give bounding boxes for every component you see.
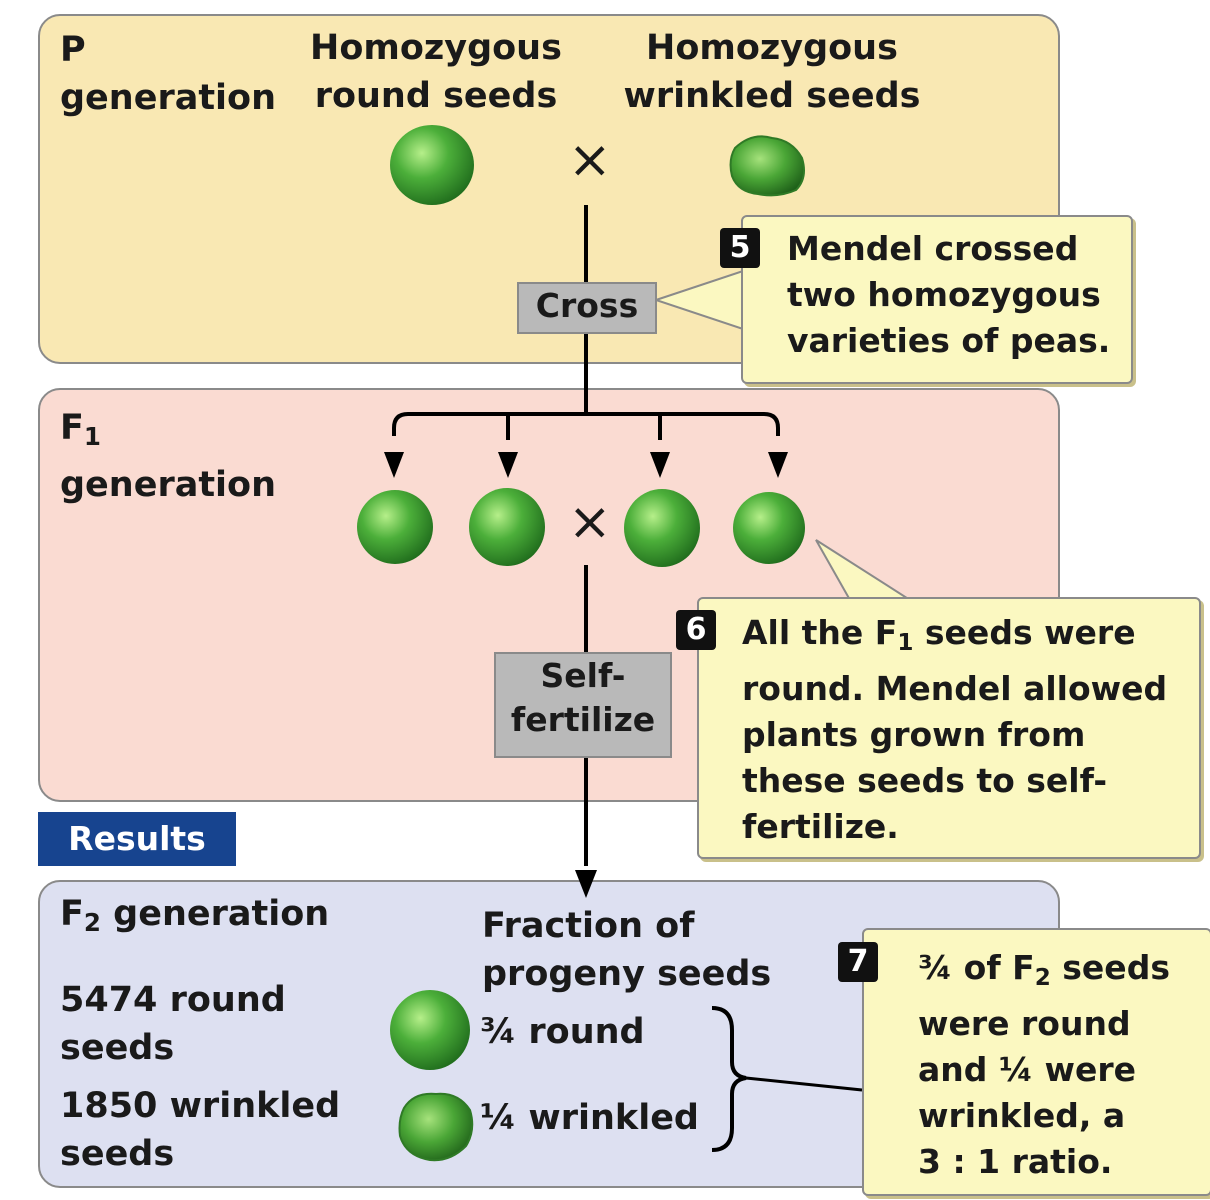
step-7-text: ¾ of F2 seeds were round and ¼ were wrin… — [918, 948, 1170, 1181]
f2-round-pea — [390, 990, 470, 1070]
round-parent-label: Homozygous round seeds — [310, 28, 562, 116]
f2-generation-label: F2 generation — [60, 894, 330, 938]
fraction-header: Fraction of progeny seeds — [482, 906, 772, 994]
step-6-callout — [697, 597, 1201, 859]
step-6-number: 6 — [676, 610, 716, 650]
f1-generation-label: F1 generation — [60, 408, 277, 506]
cross-symbol-p: × — [568, 130, 612, 190]
cross-symbol-f1: × — [568, 492, 612, 552]
f1-pea — [624, 489, 700, 567]
round-fraction: ¾ round — [480, 1012, 645, 1052]
bracket-connector — [745, 1076, 863, 1092]
arrowhead — [768, 452, 788, 478]
arrowhead — [650, 452, 670, 478]
fraction-bracket — [711, 1006, 747, 1152]
f1-pea — [733, 492, 805, 564]
arrowhead — [384, 452, 404, 478]
callout-pointer-6 — [815, 539, 914, 601]
f1-pea — [469, 488, 545, 566]
wrinkled-count: 1850 wrinkled seeds — [60, 1086, 341, 1174]
wrinkled-pea-p — [729, 135, 805, 197]
wrinkled-parent-label: Homozygous wrinkled seeds — [623, 28, 921, 116]
results-banner: Results — [38, 812, 236, 866]
wrinkled-fraction: ¼ wrinkled — [480, 1098, 699, 1138]
f2-wrinkled-pea — [398, 1092, 474, 1162]
step-5-callout — [741, 215, 1133, 384]
self-fertilize-label: Self- fertilize — [494, 652, 672, 758]
step-5-number: 5 — [720, 228, 760, 268]
p-generation-label: P generation — [60, 30, 277, 118]
step-6-text: All the F1 seeds were round. Mendel allo… — [742, 613, 1168, 846]
round-count: 5474 round seeds — [60, 980, 286, 1068]
f1-pea — [357, 490, 433, 564]
cross-label: Cross — [517, 282, 657, 334]
round-pea-p — [390, 125, 474, 205]
step-7-callout — [862, 928, 1210, 1196]
callout-pointer-5 — [652, 268, 747, 332]
arrowheads — [384, 452, 788, 898]
arrowhead — [575, 870, 597, 898]
step-7-number: 7 — [838, 942, 878, 982]
step-5-text: Mendel crossed two homozygous varieties … — [787, 229, 1111, 360]
arrowhead — [498, 452, 518, 478]
